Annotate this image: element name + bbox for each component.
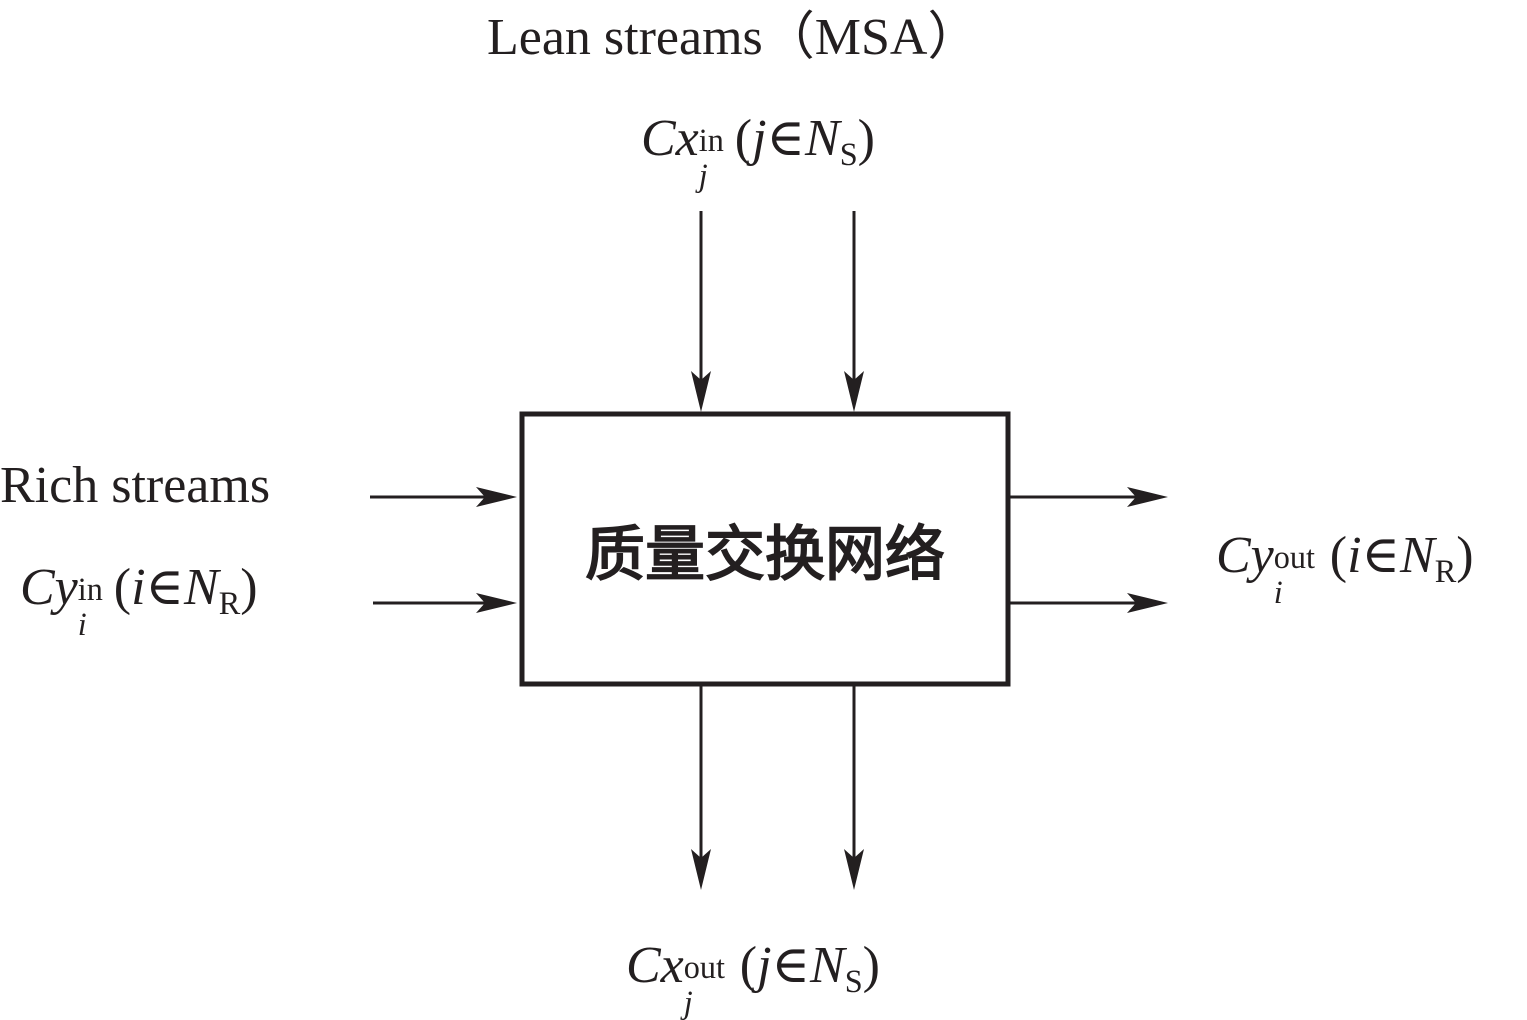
- mass-exchange-network-box: [519, 411, 1011, 687]
- lean-out-member: ∈: [771, 937, 811, 994]
- lean-in-set-sub: S: [839, 135, 858, 172]
- rich-in-open: (: [113, 559, 132, 616]
- rich-out-set: N: [1400, 527, 1435, 584]
- lean-in-close: ): [857, 110, 875, 167]
- rich-in-arrow-2: [373, 593, 517, 613]
- lean-out-set: N: [810, 937, 845, 994]
- rich-out-close: ): [1456, 527, 1474, 584]
- rich-in-base: Cy: [20, 559, 78, 616]
- rich-in-arrow-1: [370, 487, 517, 507]
- lean-out-open: (: [739, 937, 758, 994]
- lean-out-index: j: [757, 937, 772, 994]
- lean-in-sup: in: [698, 122, 724, 159]
- lean-in-sub: j: [698, 156, 708, 193]
- lean-out-arrow-1: [691, 686, 711, 890]
- lean-streams-title: Lean streams（MSA）: [487, 9, 980, 66]
- rich-out-arrow-2: [1010, 593, 1168, 613]
- lean-out-base: Cx: [626, 937, 684, 994]
- lean-in-arrow-2: [844, 211, 864, 412]
- rich-out-sup: out: [1273, 539, 1315, 576]
- rich-in-sub: i: [77, 605, 87, 642]
- rich-streams-label: Rich streams: [0, 457, 271, 514]
- lean-out-close: ): [862, 937, 880, 994]
- box-label: 质量交换网络: [585, 519, 945, 590]
- rich-out-member: ∈: [1361, 527, 1401, 584]
- lean-in-set: N: [805, 110, 840, 167]
- lean-out-arrow-2: [844, 686, 864, 890]
- rich-in-index: i: [131, 559, 146, 616]
- rich-in-set-sub: R: [218, 584, 241, 621]
- rich-out-arrow-1: [1010, 487, 1168, 507]
- rich-out-set-sub: R: [1434, 552, 1457, 589]
- lean-out-sub: j: [683, 983, 693, 1020]
- lean-out-set-sub: S: [844, 962, 863, 999]
- lean-in-arrow-1: [691, 211, 711, 412]
- lean-in-member: ∈: [766, 110, 806, 167]
- rich-out-sub: i: [1273, 573, 1283, 610]
- rich-out-base: Cy: [1216, 527, 1274, 584]
- lean-in-index: j: [752, 110, 767, 167]
- rich-in-set: N: [184, 559, 219, 616]
- rich-in-sup: in: [77, 571, 103, 608]
- lean-in-base: Cx: [641, 110, 699, 167]
- rich-in-close: ): [240, 559, 258, 616]
- lean-in-open: (: [734, 110, 753, 167]
- rich-out-index: i: [1347, 527, 1362, 584]
- rich-out-open: (: [1329, 527, 1348, 584]
- rich-in-member: ∈: [145, 559, 185, 616]
- lean-out-sup: out: [683, 949, 725, 986]
